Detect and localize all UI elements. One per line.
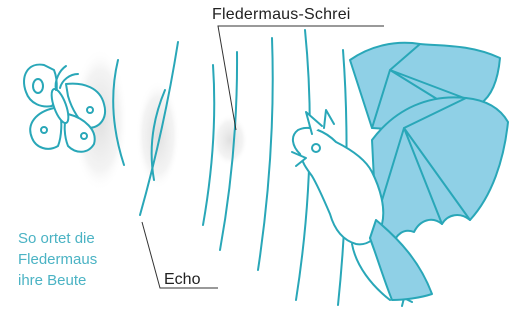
echo-glow	[212, 114, 248, 166]
caption-line: ihre Beute	[18, 270, 97, 291]
caption-line: Fledermaus	[18, 249, 97, 270]
caption-line: So ortet die	[18, 228, 97, 249]
caption: So ortet die Fledermaus ihre Beute	[18, 228, 97, 291]
bat-icon	[292, 43, 508, 306]
scream-wave-arc	[203, 65, 214, 225]
echo-label: Echo	[164, 271, 200, 289]
scream-wave-arc	[258, 38, 273, 270]
echo-glow	[136, 80, 180, 190]
bat-scream-label: Fledermaus-Schrei	[212, 6, 351, 24]
